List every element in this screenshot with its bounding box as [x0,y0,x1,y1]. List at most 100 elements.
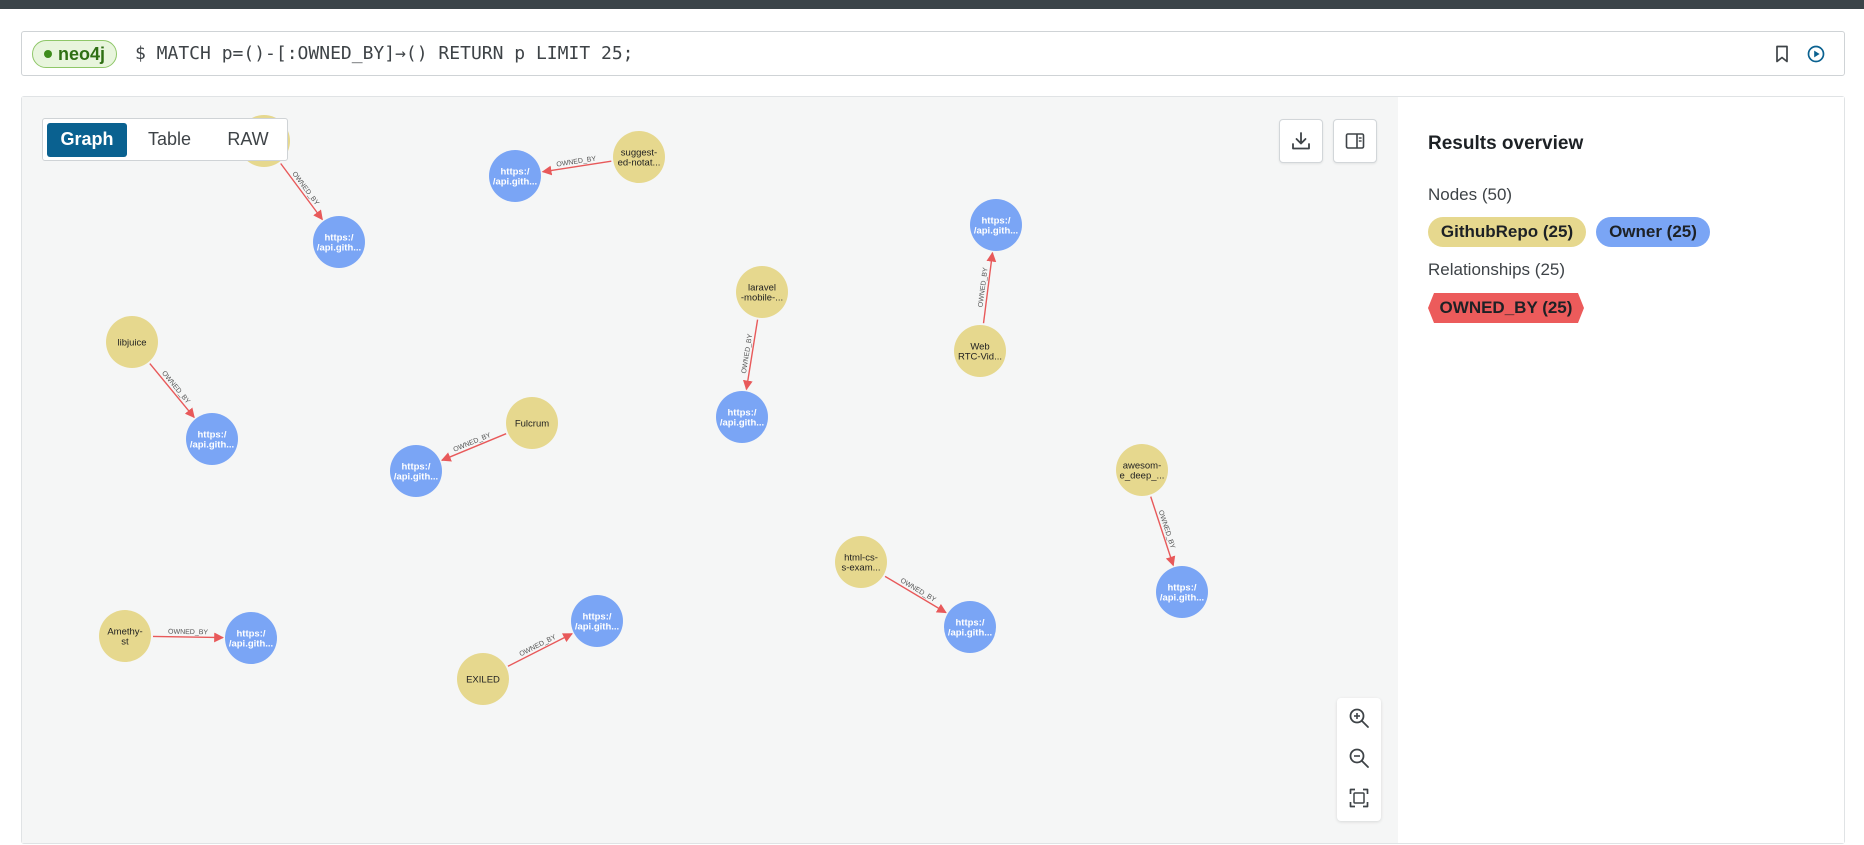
window-top-bar [0,0,1864,9]
relationship-edge[interactable] [742,319,759,391]
fit-to-screen-icon[interactable] [1347,786,1371,810]
result-frame: OWNED_BYgeo-dat-a-viewerhttps://api.gith… [21,96,1845,844]
repo-node-caption: Web [970,342,989,353]
view-mode-tabs: Graph Table RAW [42,118,288,161]
repo-node[interactable]: awesom-e_deep_... [1116,444,1168,496]
owner-node[interactable]: https://api.gith... [313,216,365,268]
relationship-label: OWNED_BY [519,634,558,659]
owner-node-caption: https:/ [401,462,430,473]
owner-node-caption: /api.gith... [948,628,992,639]
zoom-in-icon[interactable] [1347,706,1371,730]
play-circle-icon[interactable] [1806,44,1826,64]
repo-node[interactable]: WebRTC-Vid... [954,325,1006,377]
owner-node[interactable]: https://api.gith... [970,199,1022,251]
repo-node-caption: RTC-Vid... [958,352,1002,363]
repo-node-caption: suggest- [621,148,657,159]
node-label-owner[interactable]: Owner (25) [1596,217,1710,247]
owner-node-caption: https:/ [727,408,756,419]
relationship-edge[interactable] [440,433,507,462]
nodes-count-label: Nodes (50) [1428,185,1513,204]
connection-status-dot [44,50,52,58]
overview-title: Results overview [1428,133,1584,154]
owner-node-caption: https:/ [500,167,529,178]
relationship-edge[interactable] [541,160,612,176]
relationship-label: OWNED_BY [168,629,208,637]
repo-node-caption: -mobile-... [741,293,783,304]
owner-node-caption: https:/ [981,216,1010,227]
relationship-edge[interactable] [884,575,947,614]
graph-canvas[interactable]: OWNED_BYgeo-dat-a-viewerhttps://api.gith… [22,97,1398,843]
repo-node[interactable]: Fulcrum [506,397,558,449]
repo-node-caption: libjuice [117,338,146,349]
owner-node[interactable]: https://api.gith... [571,595,623,647]
owner-node[interactable]: https://api.gith... [390,445,442,497]
owner-node-caption: https:/ [1167,583,1196,594]
repo-node-caption: s-exam... [841,563,880,574]
owner-node-caption: https:/ [197,430,226,441]
owner-node-caption: /api.gith... [720,418,764,429]
repo-node[interactable]: suggest-ed-notat... [613,131,665,183]
node-label-githubrepo[interactable]: GithubRepo (25) [1428,217,1586,247]
relationship-type-owned-by[interactable]: OWNED_BY (25) [1428,293,1584,323]
download-button[interactable] [1279,119,1323,163]
relationships-count-label: Relationships (25) [1428,260,1566,279]
repo-node[interactable]: EXILED [457,653,509,705]
repo-node-caption: st [121,637,129,648]
owner-node-caption: https:/ [236,629,265,640]
tab-raw[interactable]: RAW [227,129,269,149]
owner-node[interactable]: https://api.gith... [716,391,768,443]
owner-node[interactable]: https://api.gith... [1156,566,1208,618]
owner-node-caption: /api.gith... [317,243,361,254]
repo-node[interactable]: laravel-mobile-... [736,266,788,318]
owner-node-caption: /api.gith... [575,622,619,633]
owner-node-caption: /api.gith... [394,472,438,483]
owner-node-caption: /api.gith... [493,177,537,188]
tab-graph[interactable]: Graph [47,122,127,157]
repo-node-caption: html-cs- [844,553,878,564]
zoom-controls [1337,698,1381,821]
owner-node[interactable]: https://api.gith... [225,612,277,664]
repo-node-caption: Fulcrum [515,419,549,430]
owner-node-caption: https:/ [955,618,984,629]
relationship-label: OWNED_BY [452,432,492,454]
relationship-edge[interactable] [507,633,573,667]
results-overview-panel: Results overview Nodes (50) GithubRepo (… [1398,97,1844,843]
database-name: neo4j [58,43,106,64]
graph-visualization[interactable]: OWNED_BYgeo-dat-a-viewerhttps://api.gith… [22,97,1398,843]
relationship-edge[interactable] [280,163,323,221]
database-badge[interactable]: neo4j [32,40,118,68]
owner-node[interactable]: https://api.gith... [489,150,541,202]
owner-node-caption: /api.gith... [190,440,234,451]
relationship-edge[interactable] [1150,496,1176,567]
repo-node-caption: Amethy- [107,627,142,638]
repo-node[interactable]: Amethy-st [99,610,151,662]
repo-node-caption: e_deep_... [1120,471,1165,482]
relationship-label: OWNED_BY [290,171,320,208]
repo-node[interactable]: html-cs-s-exam... [835,536,887,588]
owner-node-caption: https:/ [324,233,353,244]
owner-node-caption: https:/ [582,612,611,623]
relationship-edge[interactable] [982,251,997,324]
owner-node-caption: /api.gith... [229,639,273,650]
owner-node[interactable]: https://api.gith... [186,413,238,465]
repo-node-caption: laravel [748,283,776,294]
repo-node-caption: awesom- [1123,461,1162,472]
zoom-out-icon[interactable] [1347,746,1371,770]
owner-node-caption: /api.gith... [1160,593,1204,604]
relationship-edge[interactable] [152,632,224,643]
download-icon [1292,132,1310,150]
side-panel-icon [1345,133,1365,149]
relationship-edge[interactable] [149,363,195,419]
query-editor[interactable]: neo4j $ MATCH p=()-[:OWNED_BY]→() RETURN… [21,31,1845,76]
toggle-side-panel-button[interactable] [1333,119,1377,163]
repo-node-caption: EXILED [466,675,500,686]
repo-node[interactable]: libjuice [106,316,158,368]
bookmark-icon[interactable] [1772,44,1792,64]
relationship-label: OWNED_BY [160,370,191,406]
tab-table[interactable]: Table [147,129,192,149]
repo-node-caption: ed-notat... [618,158,661,169]
owner-node[interactable]: https://api.gith... [944,601,996,653]
cypher-query-text[interactable]: $ MATCH p=()-[:OWNED_BY]→() RETURN p LIM… [135,43,634,64]
relationship-label: OWNED_BY [899,577,937,604]
owner-node-caption: /api.gith... [974,226,1018,237]
